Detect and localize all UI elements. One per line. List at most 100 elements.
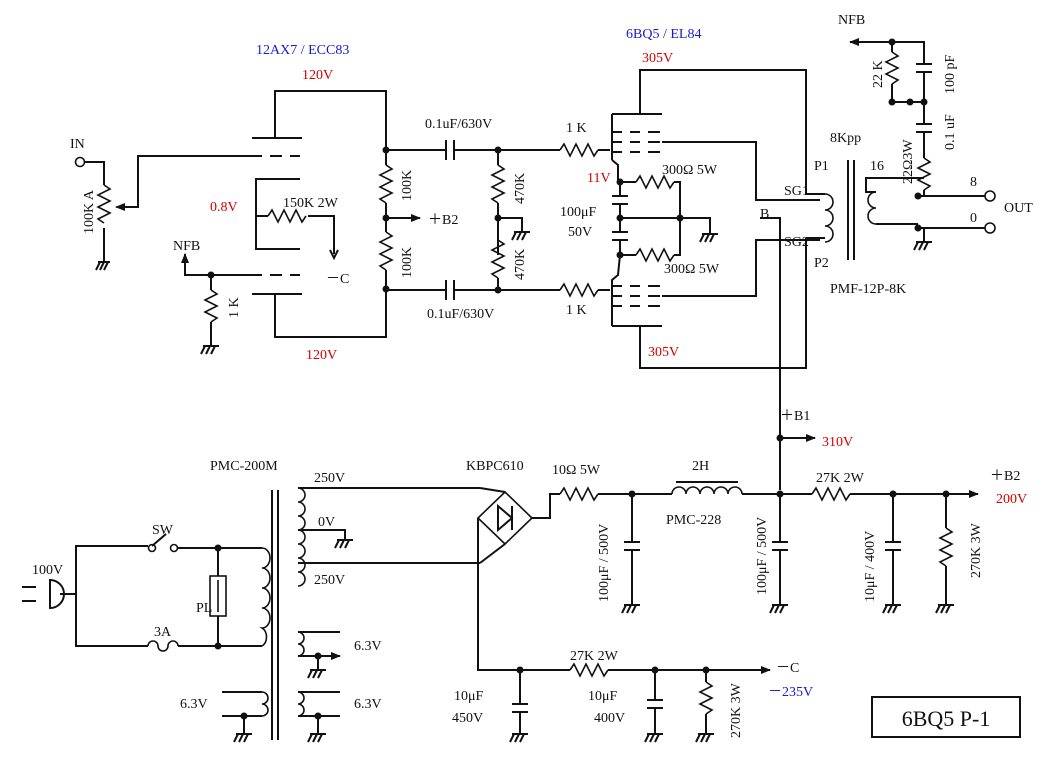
output-transformer: B SG1 SG2 P1 P2 8Kpp 16 8 0 OUT PMF-12P-… bbox=[760, 13, 1033, 490]
heater-2-voltage: 6.3V bbox=[354, 697, 382, 712]
power-tube-label: 6BQ5 / EL84 bbox=[626, 27, 701, 42]
fuse-icon bbox=[147, 640, 179, 652]
neg-cap1-value-label: 10μF bbox=[454, 689, 484, 704]
grid-resistor-bottom-label: 470K bbox=[513, 249, 528, 280]
fb-resistor-label: 22 K bbox=[871, 60, 886, 88]
ground-icon bbox=[307, 733, 326, 743]
plate-load-resistors: ＋B2 100K 100K bbox=[378, 146, 458, 293]
ot-sg2-label: SG2 bbox=[784, 235, 809, 250]
b1-voltage: 310V bbox=[822, 435, 853, 450]
cathode-resistor-bottom-label: 300Ω 5W bbox=[664, 262, 720, 277]
output-terminal-8-icon[interactable] bbox=[984, 190, 996, 202]
mains-voltage: 100V bbox=[32, 563, 63, 578]
power-supply: ＋B1 310V PMC-200M 250V 0V 250V 100V SW 3… bbox=[22, 409, 1027, 743]
b2-tap-label: ＋B2 bbox=[428, 213, 458, 228]
input-section: IN 100K A NFB 1 K bbox=[70, 137, 250, 355]
ot-sg1-label: SG1 bbox=[784, 184, 809, 199]
power-bottom-plate-voltage: 305V bbox=[648, 345, 679, 360]
choke-coil-icon bbox=[671, 486, 743, 495]
cathode-resistor-top-label: 300Ω 5W bbox=[662, 163, 718, 178]
output-terminal-0-icon[interactable] bbox=[984, 222, 996, 234]
grid-stopper-top-label: 1 K bbox=[566, 121, 587, 136]
grid-resistor-top-label: 470K bbox=[513, 173, 528, 204]
choke-label: 2H bbox=[692, 459, 709, 474]
neg-c-bias-label: －C bbox=[326, 272, 349, 287]
preamp-tube-label: 12AX7 / ECC83 bbox=[256, 43, 349, 58]
nfb-out-label: NFB bbox=[838, 13, 865, 28]
neg-cap2-value-label: 10μF bbox=[588, 689, 618, 704]
secondary-bottom-voltage: 250V bbox=[314, 573, 345, 588]
input-terminal-icon[interactable] bbox=[74, 156, 86, 168]
neg-c-label: －C bbox=[776, 661, 799, 676]
coupling-cap-top-label: 0.1uF/630V bbox=[425, 117, 492, 132]
filter-cap-out-label: 100μF / 500V bbox=[755, 517, 770, 595]
preamp-top-plate-voltage: 120V bbox=[302, 68, 333, 83]
pilot-lamp-icon bbox=[209, 575, 227, 617]
ground-icon bbox=[511, 231, 530, 241]
ot-p2-label: P2 bbox=[814, 256, 829, 271]
ot-b-label: B bbox=[760, 207, 769, 222]
neg-bleeder-label: 270K 3W bbox=[729, 682, 744, 738]
power-transformer-label: PMC-200M bbox=[210, 459, 278, 474]
bridge-rectifier-icon bbox=[476, 490, 534, 546]
fb-cap-label: 100 pF bbox=[943, 55, 958, 95]
ot-tap-16-label: 16 bbox=[870, 159, 884, 174]
b2-bleeder-label: 270K 3W bbox=[969, 522, 984, 578]
fb-resistor2-label: 22Ω3W bbox=[901, 139, 916, 184]
neg-cap1-voltage-label: 450V bbox=[452, 711, 483, 726]
nfb-in-label: NFB bbox=[173, 239, 200, 254]
ot-p1-label: P1 bbox=[814, 159, 829, 174]
switch-contact-icon bbox=[147, 543, 157, 553]
secondary-top-voltage: 250V bbox=[314, 471, 345, 486]
switch-contact-icon bbox=[169, 543, 179, 553]
cathode-cap-voltage-label: 50V bbox=[568, 225, 592, 240]
power-cathode-voltage: 11V bbox=[587, 171, 611, 186]
ground-icon bbox=[913, 241, 932, 251]
title-box: 6BQ5 P-1 bbox=[871, 696, 1021, 738]
surge-resistor-label: 10Ω 5W bbox=[552, 463, 601, 478]
choke-model-label: PMC-228 bbox=[666, 513, 721, 528]
pilot-lamp-label: PL bbox=[196, 601, 212, 616]
power-tubes: 6BQ5 / EL84 305V 11V 300Ω 5W 100μF 50V 3… bbox=[560, 27, 807, 369]
plug-prong-icon bbox=[22, 586, 36, 602]
heater-1-voltage: 6.3V bbox=[354, 639, 382, 654]
plug-icon bbox=[49, 578, 65, 610]
b2-voltage: 200V bbox=[996, 492, 1027, 507]
b2-cap-label: 10μF / 400V bbox=[863, 531, 878, 602]
ground-icon bbox=[307, 669, 326, 679]
ground-icon bbox=[699, 233, 718, 243]
power-switch-icon[interactable] bbox=[151, 533, 167, 547]
plate-resistor-bottom-label: 100K bbox=[400, 247, 415, 278]
input-label: IN bbox=[70, 137, 85, 152]
cathode-cap-value-label: 100μF bbox=[560, 205, 597, 220]
coupling-cap-bottom-label: 0.1uF/630V bbox=[427, 307, 494, 322]
fuse-label: 3A bbox=[154, 625, 172, 640]
out-tap-8-label: 8 bbox=[970, 175, 977, 190]
rectifier-label: KBPC610 bbox=[466, 459, 524, 474]
b2-resistor-label: 27K 2W bbox=[816, 471, 865, 486]
neg-voltage: －235V bbox=[768, 685, 813, 700]
preamp-tube: 12AX7 / ECC83 120V 0.8V 150K 2W －C 120V bbox=[210, 43, 387, 363]
switch-label: SW bbox=[152, 523, 174, 538]
title-text: 6BQ5 P-1 bbox=[902, 706, 991, 731]
out-label: OUT bbox=[1004, 201, 1033, 216]
coupling-network: 0.1uF/630V 470K 470K 0.1uF/630V 1 K 1 K bbox=[386, 117, 610, 322]
ground-icon bbox=[200, 345, 219, 355]
neg-cap2-voltage-label: 400V bbox=[594, 711, 625, 726]
fb-cap2-label: 0.1 uF bbox=[943, 114, 958, 150]
ot-impedance-label: 8Kpp bbox=[830, 131, 861, 146]
b1-label: ＋B1 bbox=[780, 409, 810, 424]
ot-model-label: PMF-12P-8K bbox=[830, 282, 906, 297]
volume-pot-label: 100K A bbox=[82, 189, 97, 234]
b2-label: ＋B2 bbox=[990, 469, 1020, 484]
ground-icon bbox=[95, 261, 110, 271]
ground-icon bbox=[233, 733, 252, 743]
preamp-cathode-voltage: 0.8V bbox=[210, 200, 238, 215]
heater-3-voltage: 6.3V bbox=[180, 697, 208, 712]
grid-resistor-label: 1 K bbox=[227, 297, 242, 318]
filter-cap-in-label: 100μF / 500V bbox=[597, 524, 612, 602]
preamp-bottom-plate-voltage: 120V bbox=[306, 348, 337, 363]
plate-resistor-top-label: 100K bbox=[400, 170, 415, 201]
secondary-ct-voltage: 0V bbox=[318, 515, 335, 530]
